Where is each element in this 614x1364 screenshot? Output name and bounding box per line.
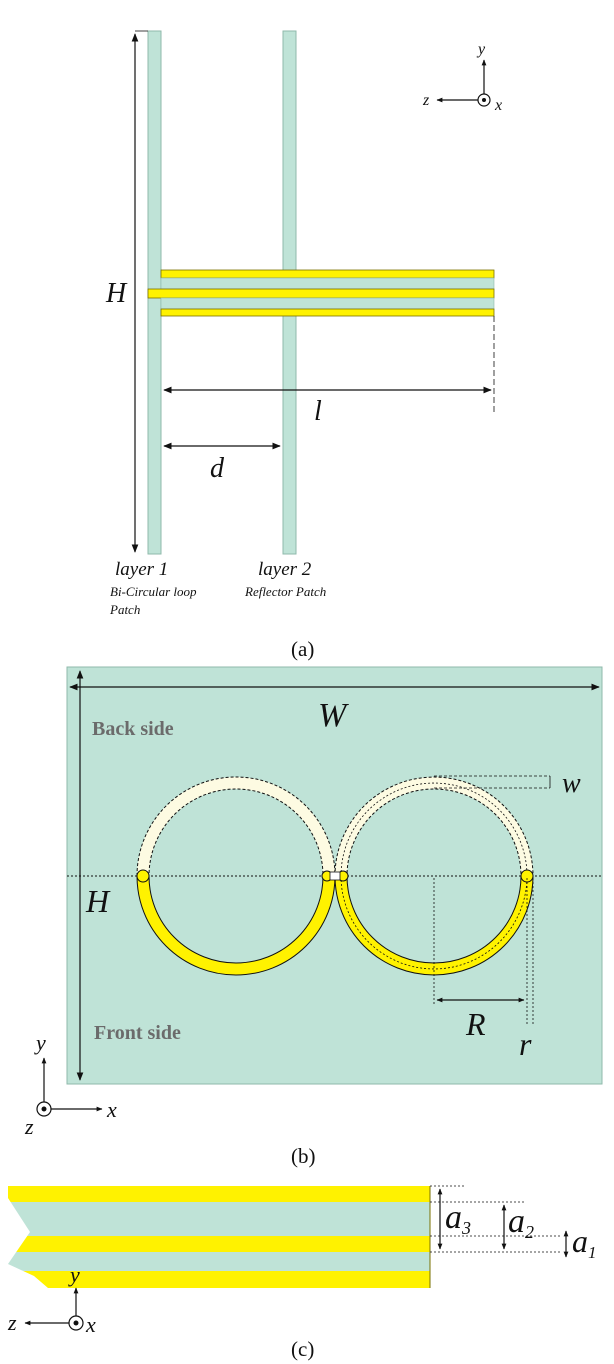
svg-text:a1: a1 [572, 1223, 597, 1262]
caption-a: (a) [291, 637, 314, 661]
caption-c: (c) [291, 1337, 314, 1361]
axis-c-z-label: z [7, 1310, 17, 1335]
axis-b-y-label: y [34, 1030, 46, 1055]
feed-gap [329, 871, 341, 881]
panel-a: H l d y z x layer 1 Bi-Circular loop Pat… [105, 30, 502, 661]
layer2-desc: Reflector Patch [244, 584, 326, 599]
a2-main-label: a [508, 1203, 525, 1240]
axis-a-y-label: y [476, 41, 486, 58]
w-label: W [318, 697, 349, 734]
left-via [136, 869, 150, 883]
axis-b-x-label: x [106, 1097, 117, 1122]
r-big-label: R [465, 1006, 486, 1042]
a2-sub-label: 2 [525, 1222, 534, 1242]
axis-triad-c: y z x [7, 1262, 96, 1337]
svg-text:a2: a2 [508, 1203, 534, 1242]
axis-c-x-label: x [85, 1312, 96, 1337]
front-side-label: Front side [94, 1022, 181, 1044]
panel-b: W H Back side Front side w R r [24, 666, 603, 1168]
h-label: H [105, 278, 128, 309]
layer1-label: layer 1 [115, 559, 168, 580]
axis-triad-a: y z x [422, 41, 502, 114]
axis-c-y-label: y [68, 1262, 80, 1287]
a1-sub-label: 1 [588, 1243, 597, 1262]
svg-text:a3: a3 [445, 1199, 471, 1238]
axis-a-x-label: x [494, 97, 502, 114]
l-label: l [314, 396, 322, 427]
r-small-label: r [519, 1026, 532, 1062]
a1-main-label: a [572, 1223, 588, 1259]
axis-a-z-label: z [422, 92, 430, 109]
layer1-desc-line1: Bi-Circular loop [110, 584, 197, 599]
back-side-label: Back side [92, 718, 174, 740]
axis-triad-b: y x z [24, 1030, 117, 1139]
panel-c: a3 a2 a1 y z x (c) [7, 1185, 597, 1361]
right-via [520, 869, 534, 883]
horizontal-stack [147, 269, 495, 317]
w-small-label: w [562, 768, 581, 799]
layer-stack-cross-section [8, 1186, 430, 1288]
axis-b-z-label: z [24, 1114, 34, 1139]
a3-sub-label: 3 [461, 1218, 471, 1238]
caption-b: (b) [291, 1144, 316, 1168]
a3-main-label: a [445, 1199, 462, 1236]
h-label-b: H [85, 883, 111, 919]
layer2-label: layer 2 [258, 559, 312, 580]
d-label: d [210, 453, 225, 484]
layer1-desc-line2: Patch [109, 602, 140, 617]
